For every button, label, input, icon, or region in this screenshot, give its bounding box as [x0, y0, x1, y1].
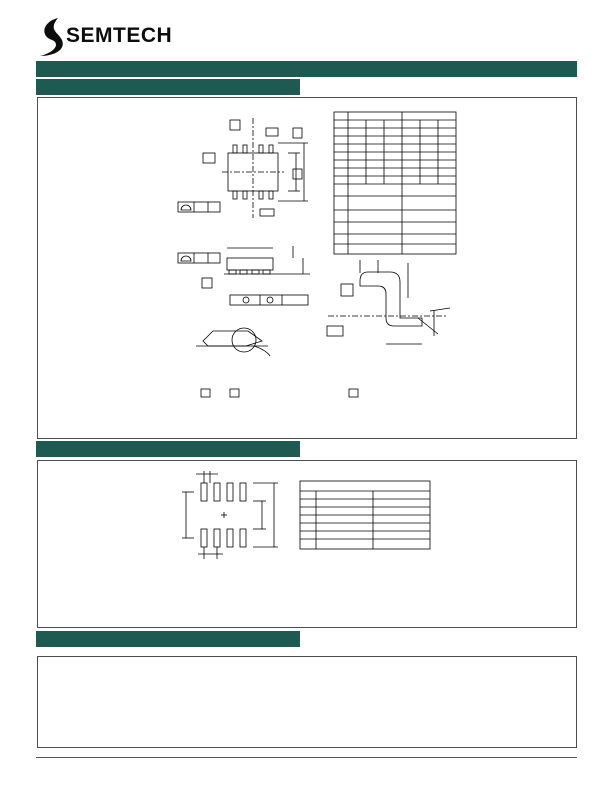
company-logo [36, 16, 216, 60]
section-bar-land-pattern [36, 441, 300, 457]
section-bar-notes [36, 631, 300, 647]
brand-name: SEMTECH [66, 24, 173, 47]
notes-frame [37, 656, 577, 748]
package-outline-frame [37, 97, 577, 439]
land-pattern-frame [37, 460, 577, 628]
semtech-swoosh-icon [40, 18, 63, 56]
package-outline-drawing [177, 111, 457, 398]
footer-rule [36, 757, 577, 758]
header-band [36, 61, 577, 77]
land-pattern-drawing [182, 471, 431, 559]
section-bar-package-outline [36, 79, 300, 95]
